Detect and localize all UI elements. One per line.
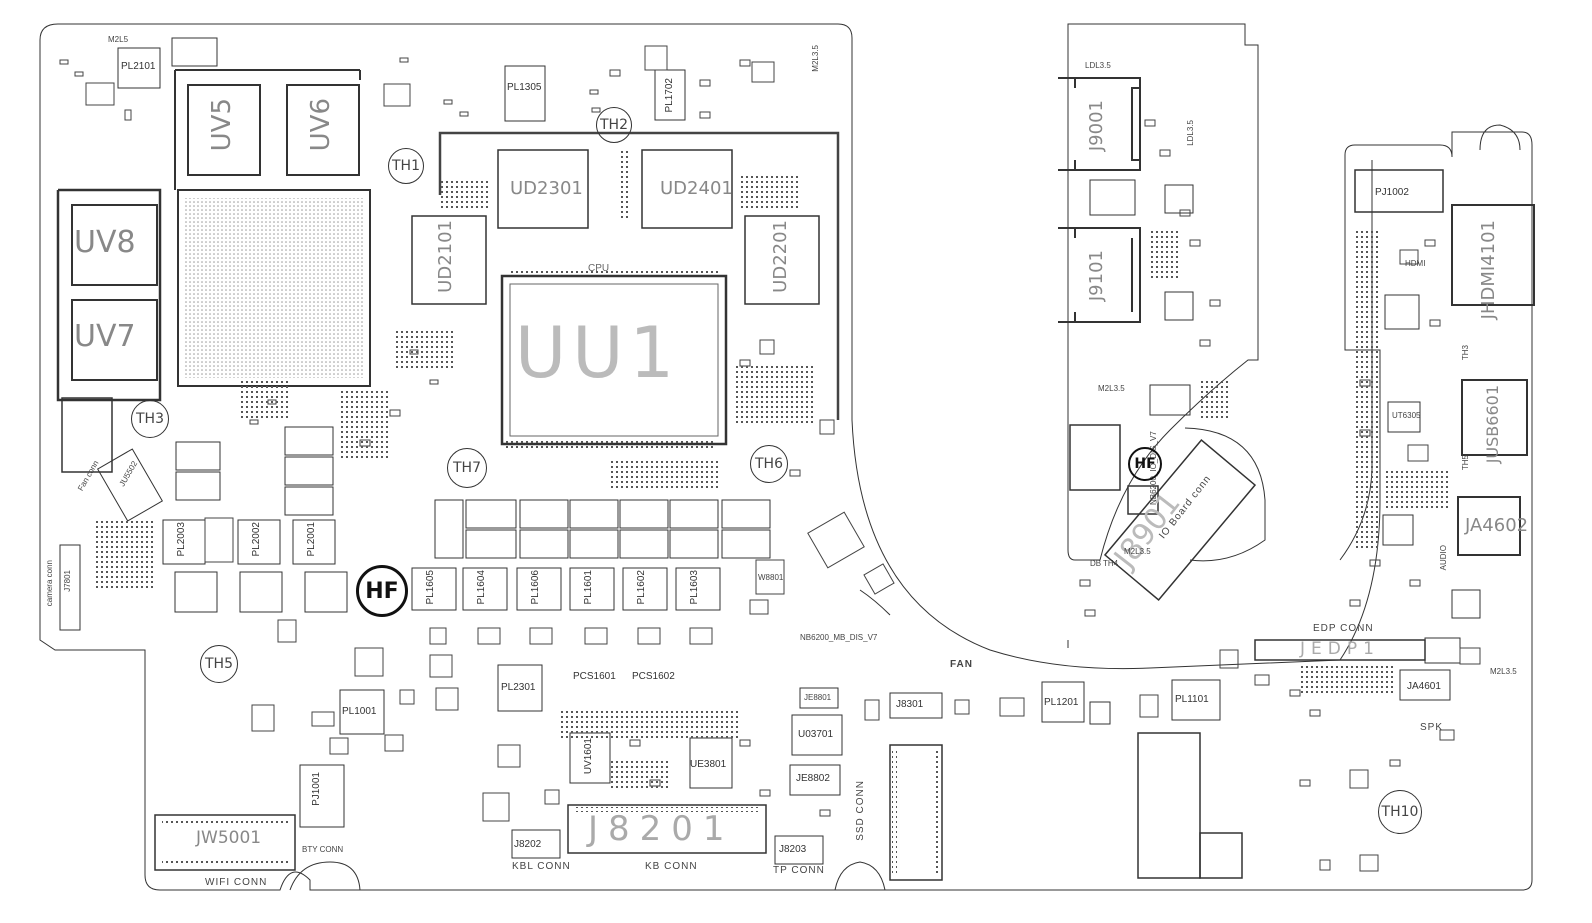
label-uu1: UU1	[515, 312, 681, 394]
label-je8801: JE8801	[804, 693, 832, 702]
ssd-connector	[889, 744, 943, 881]
kb-connector-j8201	[567, 804, 767, 854]
label-m24-top: M2L5	[108, 35, 129, 44]
th-hole-7: TH7	[447, 448, 487, 488]
label-kbl-conn: KBL CONN	[512, 861, 571, 872]
label-db: DB	[1090, 559, 1102, 568]
via-clusters	[95, 150, 1450, 790]
heatsink-bracket	[438, 131, 840, 420]
th-hole-10: TH10	[1378, 790, 1422, 834]
label-cpu: CPU	[588, 263, 610, 274]
label-j8203: J8203	[779, 844, 807, 855]
label-m24-c: M2L3.5	[1490, 667, 1517, 676]
label-pj1001: PJ1001	[311, 772, 322, 806]
label-ud2101: UD2101	[435, 220, 456, 293]
label-je8802: JE8802	[796, 773, 830, 784]
label-bty-conn: BTY CONN	[302, 845, 344, 854]
label-pl1201: PL1201	[1044, 697, 1079, 708]
label-ud2401: UD2401	[660, 178, 733, 199]
label-pl1001: PL1001	[342, 706, 377, 717]
label-w8801: W8801	[758, 573, 784, 582]
label-ldx: LDL3.5	[1085, 61, 1111, 70]
label-pl1305: PL1305	[507, 82, 542, 93]
label-uv1601: UV1601	[583, 738, 594, 775]
label-pcs1602: PCS1602	[632, 671, 675, 682]
label-pl2003: PL2003	[176, 522, 187, 557]
label-pcs1601: PCS1601	[573, 671, 616, 682]
inductor-row-pl160x	[411, 567, 721, 611]
label-j8202: J8202	[514, 839, 542, 850]
th-hole-5: TH5	[200, 645, 238, 683]
label-audio: AUDIO	[1439, 545, 1448, 571]
label-j8201: J8201	[588, 809, 735, 849]
label-uv7: UV7	[74, 319, 136, 354]
label-pl2301: PL2301	[501, 682, 536, 693]
io-board-jacks	[1058, 77, 1257, 602]
th-hole-3: TH3	[131, 400, 169, 438]
th-hole-usb: TH5	[1461, 455, 1470, 471]
label-ue3801: UE3801	[690, 759, 727, 770]
label-uv5: UV5	[207, 98, 237, 152]
label-pl1702: PL1702	[664, 78, 675, 113]
th-hole-io: TH4	[1103, 559, 1119, 568]
label-m24-a: M2L3.5	[1098, 384, 1125, 393]
label-tp-conn: TP CONN	[773, 865, 825, 876]
capacitor-bank	[175, 426, 771, 559]
label-ja4602: JA4602	[1465, 515, 1529, 536]
label-hdmi: HDMI	[1405, 259, 1426, 268]
label-m24-b: M2L3.5	[1124, 547, 1151, 556]
label-pl2002: PL2002	[251, 522, 262, 557]
label-pl1602: PL1602	[636, 570, 647, 605]
label-pl1101: PL1101	[1175, 694, 1209, 705]
label-uv6: UV6	[306, 98, 336, 152]
label-pl2001: PL2001	[306, 522, 317, 557]
label-j7801: J7801	[63, 570, 72, 592]
label-jhdmi4101: JHDMI4101	[1478, 220, 1499, 320]
label-fan: FAN	[950, 659, 973, 670]
label-jusb6601: JUSB6601	[1483, 385, 1502, 464]
label-pl1604: PL1604	[476, 570, 487, 605]
th-hole-hdmi: TH3	[1461, 345, 1470, 361]
label-pl1601: PL1601	[583, 570, 594, 605]
label-wifi-conn: WIFI CONN	[205, 877, 268, 888]
label-kb-conn: KB CONN	[645, 861, 698, 872]
label-jedp1: JEDP1	[1300, 639, 1380, 659]
label-uv8: UV8	[74, 225, 136, 260]
label-ud2301: UD2301	[510, 178, 583, 199]
label-u03701: U03701	[798, 729, 834, 740]
label-camera-conn: camera conn	[45, 560, 54, 607]
label-j9101: J9101	[1086, 250, 1107, 302]
th-hole-1: TH1	[388, 148, 424, 184]
th-hole-6: TH6	[750, 445, 788, 483]
right-board-parts	[1354, 169, 1535, 619]
label-pl1603: PL1603	[689, 570, 700, 605]
label-ud2201: UD2201	[770, 220, 791, 293]
label-edp-conn: EDP CONN	[1313, 623, 1374, 634]
label-pl1606: PL1606	[530, 570, 541, 605]
th-hole-2: TH2	[596, 107, 632, 143]
label-m24-3: M2L3.5	[811, 45, 820, 72]
label-j9001: J9001	[1086, 100, 1107, 152]
label-ldx2: LDL3.5	[1186, 120, 1195, 146]
label-nb-main: NB6200_MB_DIS_V7	[800, 633, 878, 642]
label-spk: SPK	[1420, 722, 1444, 733]
label-pl2101: PL2101	[121, 61, 156, 72]
label-jw5001: JW5001	[196, 828, 262, 848]
main-board-outline	[39, 23, 1533, 891]
io-conn-j8901	[1103, 438, 1257, 602]
label-ssd-conn: SSD CONN	[855, 780, 866, 841]
label-j8301: J8301	[896, 699, 924, 710]
label-ja4601: JA4601	[1407, 681, 1441, 692]
hf-marker-main: HF	[356, 565, 408, 617]
wifi-connector-jw5001	[154, 814, 296, 871]
label-ut6305: UT6305	[1392, 411, 1421, 420]
hf-marker-io: HF	[1128, 447, 1162, 481]
label-pl1605: PL1605	[425, 570, 436, 605]
label-pj1002: PJ1002	[1375, 187, 1409, 198]
